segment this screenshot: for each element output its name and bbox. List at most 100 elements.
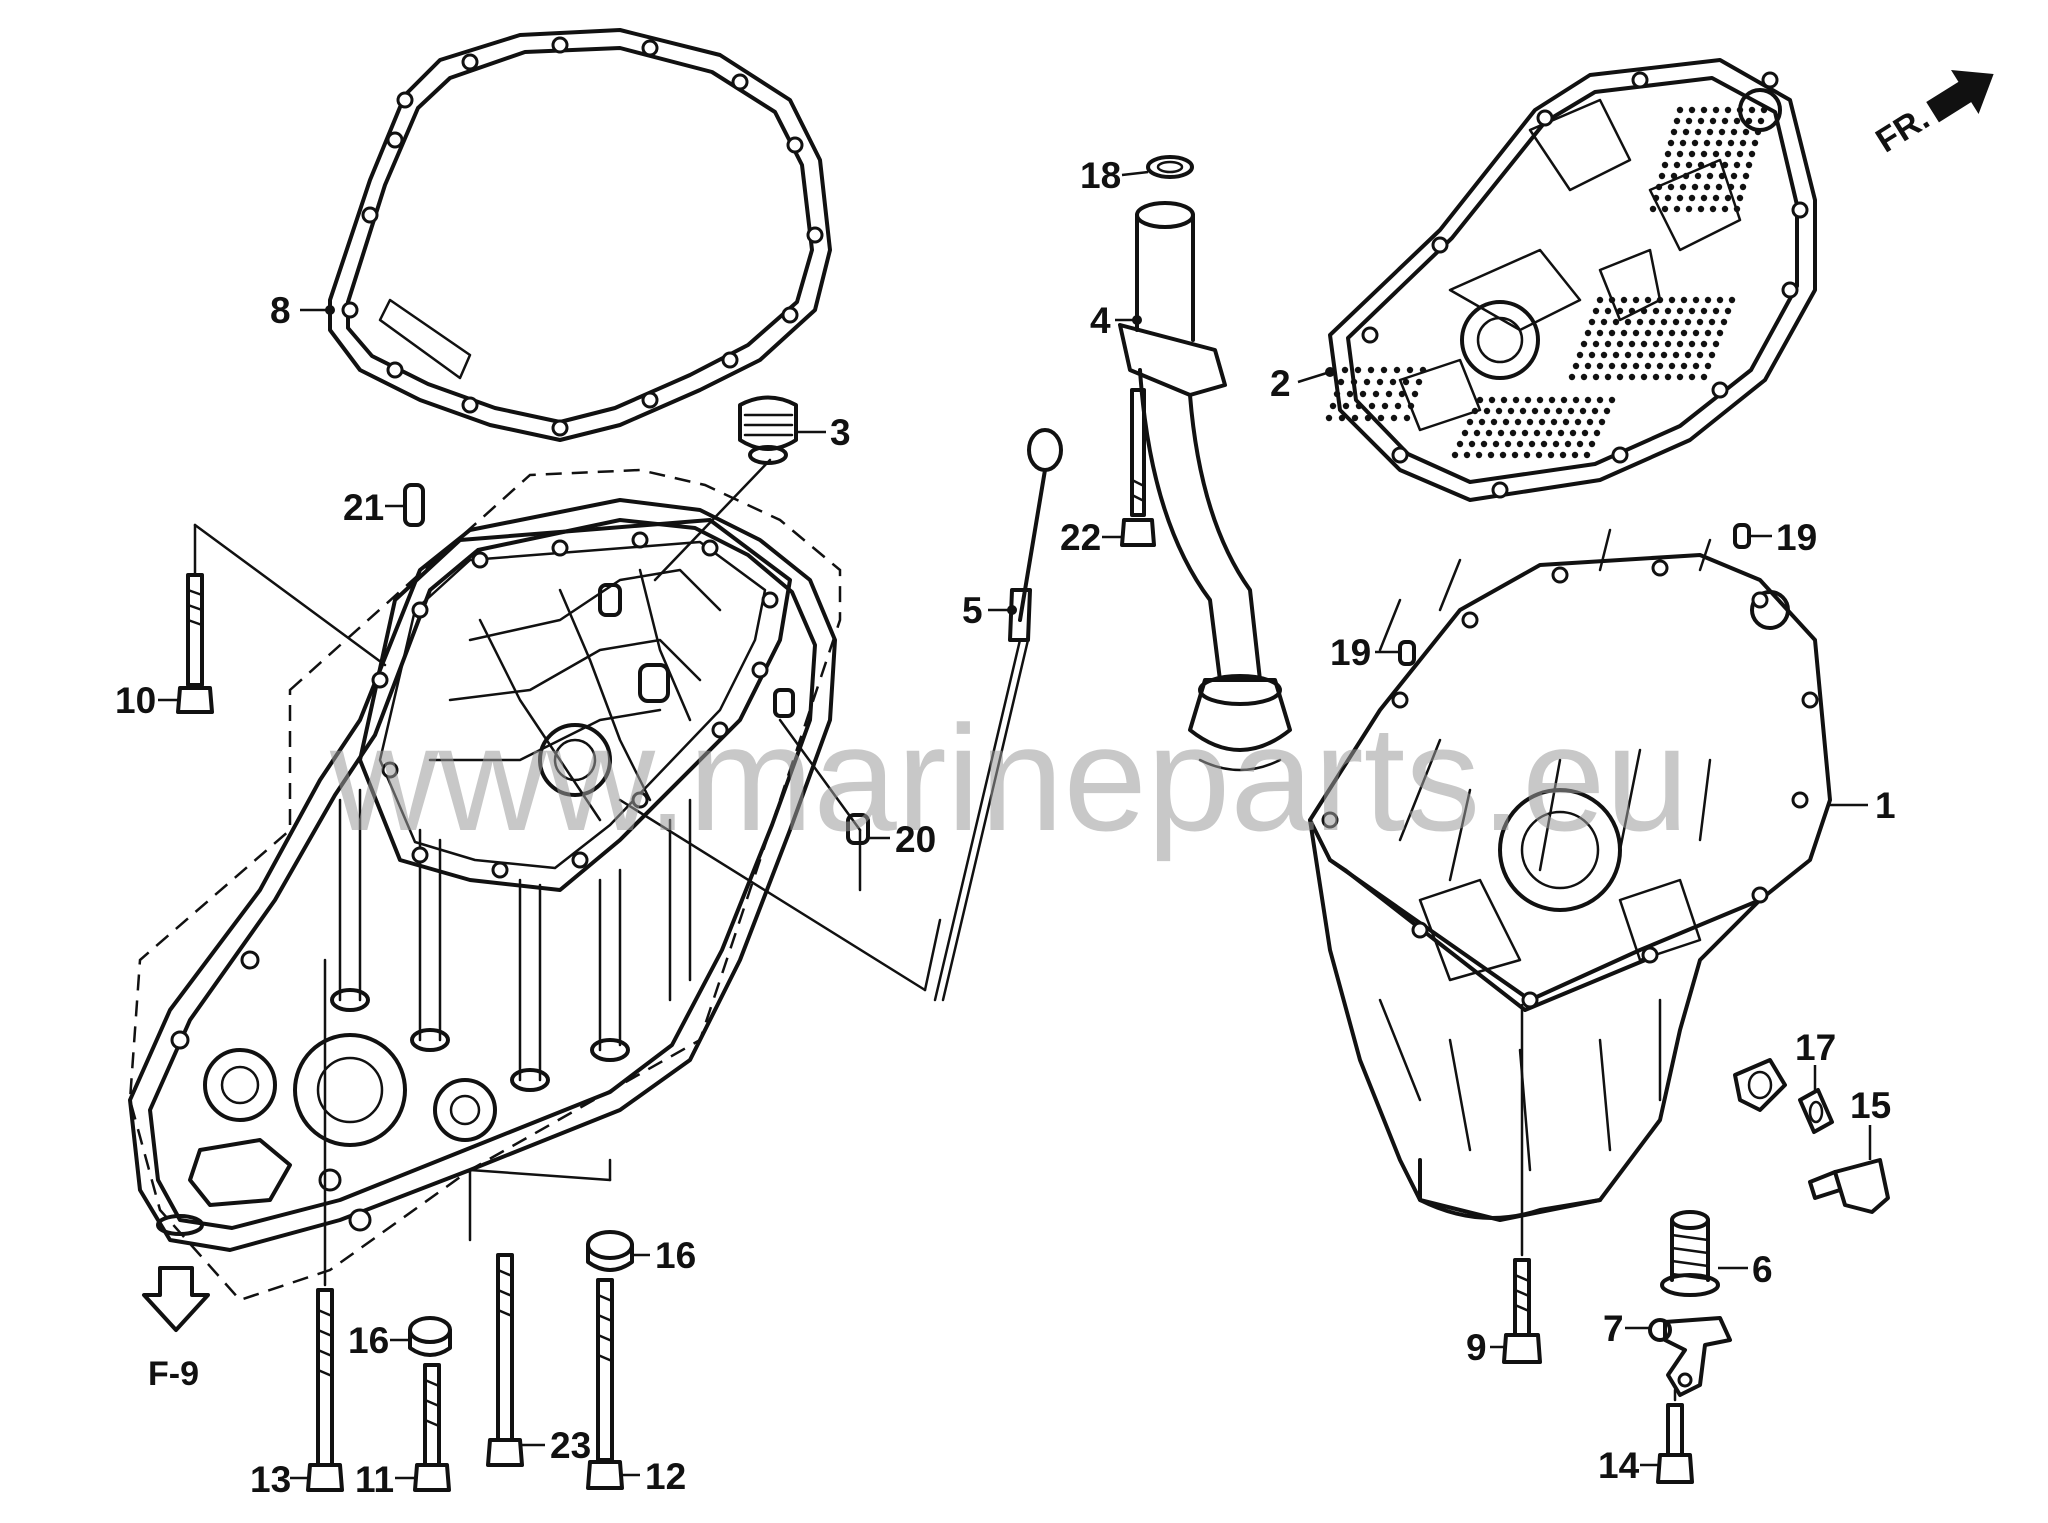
texture-dot (1700, 307, 1708, 315)
texture-dot (1620, 296, 1628, 304)
texture-dot (1350, 378, 1358, 386)
texture-dot (1572, 396, 1580, 404)
texture-dot (1583, 451, 1591, 459)
texture-dot (1685, 205, 1693, 213)
plate-2-texture (1325, 106, 1768, 459)
texture-dot (1672, 318, 1680, 326)
texture-dot (1471, 407, 1479, 415)
texture-dot (1480, 440, 1488, 448)
svg-text:20: 20 (895, 819, 936, 860)
svg-text:12: 12 (645, 1456, 686, 1497)
bolt-12 (586, 1278, 624, 1490)
texture-dot (1588, 351, 1596, 359)
texture-dot (1672, 351, 1680, 359)
texture-dot (1670, 172, 1678, 180)
texture-dot (1673, 205, 1681, 213)
nut-16-left (408, 1316, 452, 1357)
texture-dot (1507, 407, 1515, 415)
texture-dot (1485, 429, 1493, 437)
texture-dot (1754, 128, 1762, 136)
texture-dot (1624, 318, 1632, 326)
texture-dot (1560, 396, 1568, 404)
texture-dot (1712, 340, 1720, 348)
texture-dot (1652, 340, 1660, 348)
texture-dot (1721, 161, 1729, 169)
texture-dot (1571, 451, 1579, 459)
texture-dot (1600, 318, 1608, 326)
texture-dot (1598, 418, 1606, 426)
svg-text:23: 23 (550, 1425, 591, 1466)
texture-dot (1676, 340, 1684, 348)
texture-dot (1547, 451, 1555, 459)
texture-dot (1742, 172, 1750, 180)
texture-dot (1658, 172, 1666, 180)
texture-dot (1718, 128, 1726, 136)
texture-dot (1555, 407, 1563, 415)
texture-dot (1368, 402, 1376, 410)
svg-text:2: 2 (1270, 363, 1291, 404)
texture-dot (1668, 329, 1676, 337)
svg-text:18: 18 (1080, 155, 1121, 196)
texture-dot (1716, 329, 1724, 337)
callout-7: 7 (1603, 1308, 1650, 1349)
texture-dot (1680, 362, 1688, 370)
dowel-pin-19-upper (1733, 523, 1751, 549)
texture-dot (1586, 418, 1594, 426)
texture-dot (1709, 161, 1717, 169)
callout-3: 3 (796, 412, 851, 453)
texture-dot (1721, 205, 1729, 213)
texture-dot (1688, 340, 1696, 348)
texture-dot (1600, 351, 1608, 359)
texture-dot (1490, 418, 1498, 426)
texture-dot (1604, 340, 1612, 348)
texture-dot (1688, 106, 1696, 114)
texture-dot (1748, 150, 1756, 158)
texture-dot (1359, 390, 1367, 398)
texture-dot (1533, 429, 1541, 437)
texture-dot (1419, 366, 1427, 374)
texture-dot (1519, 407, 1527, 415)
texture-dot (1667, 139, 1675, 147)
svg-text:10: 10 (115, 680, 156, 721)
texture-dot (1652, 194, 1660, 202)
texture-dot (1377, 414, 1385, 422)
texture-dot (1733, 161, 1741, 169)
texture-dot (1521, 429, 1529, 437)
texture-dot (1632, 296, 1640, 304)
svg-text:8: 8 (270, 290, 291, 331)
texture-dot (1514, 418, 1522, 426)
texture-dot (1463, 451, 1471, 459)
texture-dot (1593, 429, 1601, 437)
texture-dot (1656, 296, 1664, 304)
callout-6: 6 (1718, 1249, 1773, 1290)
texture-dot (1499, 451, 1507, 459)
texture-dot (1668, 296, 1676, 304)
texture-dot (1706, 128, 1714, 136)
texture-dot (1685, 117, 1693, 125)
oil-pipe-4 (1118, 201, 1292, 772)
texture-dot (1616, 340, 1624, 348)
texture-dot (1709, 117, 1717, 125)
texture-dot (1580, 373, 1588, 381)
texture-dot (1500, 396, 1508, 404)
texture-dot (1591, 407, 1599, 415)
texture-dot (1703, 183, 1711, 191)
callout-23: 23 (522, 1425, 591, 1466)
callout-4: 4 (1090, 300, 1142, 341)
texture-dot (1552, 440, 1560, 448)
texture-dot (1608, 296, 1616, 304)
texture-dot (1700, 194, 1708, 202)
texture-dot (1548, 396, 1556, 404)
texture-dot (1736, 106, 1744, 114)
texture-dot (1516, 440, 1524, 448)
texture-dot (1712, 194, 1720, 202)
callout-9: 9 (1466, 1327, 1504, 1368)
texture-dot (1696, 318, 1704, 326)
texture-dot (1727, 183, 1735, 191)
texture-dot (1567, 407, 1575, 415)
texture-dot (1603, 407, 1611, 415)
texture-dot (1712, 307, 1720, 315)
texture-dot (1540, 440, 1548, 448)
texture-dot (1512, 396, 1520, 404)
texture-dot (1403, 414, 1411, 422)
